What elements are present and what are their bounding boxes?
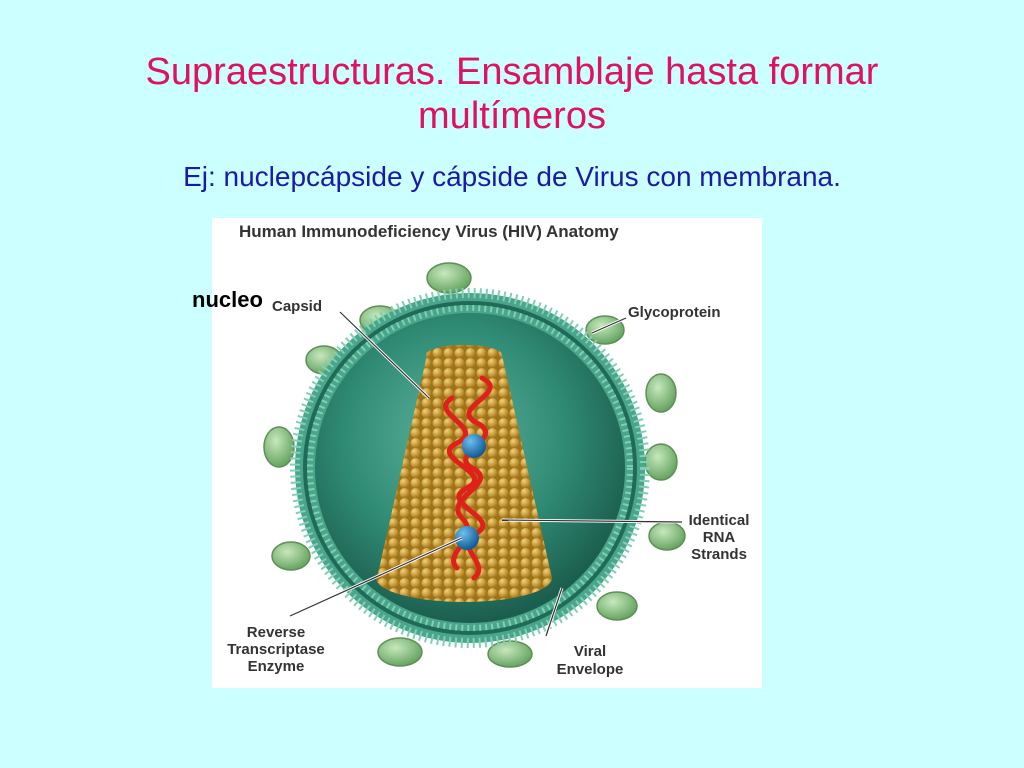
hiv-anatomy-diagram: Human Immunodeficiency Virus (HIV) Anato… <box>227 222 750 678</box>
rt-label-line1: Reverse <box>247 624 305 641</box>
capsid-cone <box>376 345 552 602</box>
leader-lines-dark <box>289 311 683 637</box>
rna-label-line3: Strands <box>691 546 747 563</box>
hiv-anatomy-figure: Human Immunodeficiency Virus (HIV) Anato… <box>212 218 762 688</box>
slide-title-line2: multímeros <box>418 95 606 137</box>
slide-title-line1: Supraestructuras. Ensamblaje hasta forma… <box>145 51 879 93</box>
glycoprotein-label: Glycoprotein <box>628 304 721 321</box>
slide-subtitle: Ej: nuclepcápside y cápside de Virus con… <box>183 161 841 192</box>
slide-title: Supraestructuras. Ensamblaje hasta forma… <box>0 50 1024 138</box>
capsid-label: Capsid <box>272 298 322 315</box>
rt-label-line3: Enzyme <box>248 658 305 675</box>
figure-heading: Human Immunodeficiency Virus (HIV) Anato… <box>239 222 619 241</box>
envelope-label-line1: Viral <box>574 643 606 660</box>
rna-label-line1: Identical <box>689 512 750 529</box>
rt-label-line2: Transcriptase <box>227 641 325 658</box>
reverse-transcriptase-enzyme <box>462 434 486 458</box>
glycoprotein-knobs <box>263 262 686 668</box>
nucleo-prefix-label: nucleo <box>192 287 263 312</box>
rna-label-line2: RNA <box>703 529 736 546</box>
envelope-label-line2: Envelope <box>557 661 624 678</box>
reverse-transcriptase-enzyme <box>455 526 479 550</box>
